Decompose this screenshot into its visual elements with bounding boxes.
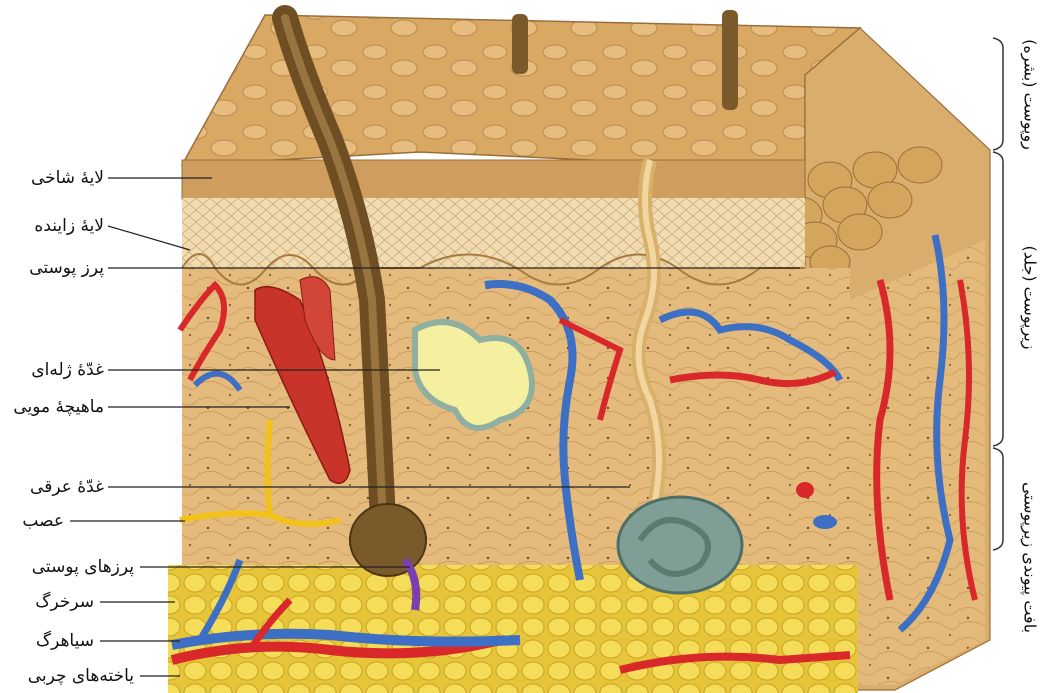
label-dermal-papillae: پرزهای پوستی <box>4 557 134 577</box>
label-sebaceous-gland: غدّهٔ ژله‌ای <box>4 360 104 380</box>
label-epidermis: روپوست (بشره) <box>1021 35 1040 155</box>
label-fat-cells: یاخته‌های چربی <box>4 666 134 686</box>
label-sweat-gland: غدّهٔ عرقی <box>4 477 104 497</box>
stratum-corneum <box>182 160 805 200</box>
hair-shaft-3 <box>722 10 738 110</box>
label-subcutaneous: بافت پیوندی زیرپوستی <box>1021 468 1040 648</box>
label-arrector-pili: ماهیچهٔ مویی <box>4 397 104 417</box>
label-nerve: عصب <box>4 511 64 531</box>
label-dermal-papilla: پرز پوستی <box>4 258 104 278</box>
hair-shaft-2 <box>512 14 528 74</box>
label-stratum-germinativum: لایهٔ زاینده <box>4 216 104 236</box>
hair-bulb <box>350 504 426 576</box>
subcutaneous-fat <box>168 565 858 693</box>
layer-brackets <box>993 38 1003 550</box>
label-vein: سیاهرگ <box>4 631 94 651</box>
label-stratum-corneum: لایهٔ شاخی <box>4 168 104 188</box>
label-dermis: زیرپوست (جلد) <box>1021 238 1040 358</box>
sweat-gland-coil <box>618 497 742 593</box>
label-artery: سرخرگ <box>4 592 94 612</box>
